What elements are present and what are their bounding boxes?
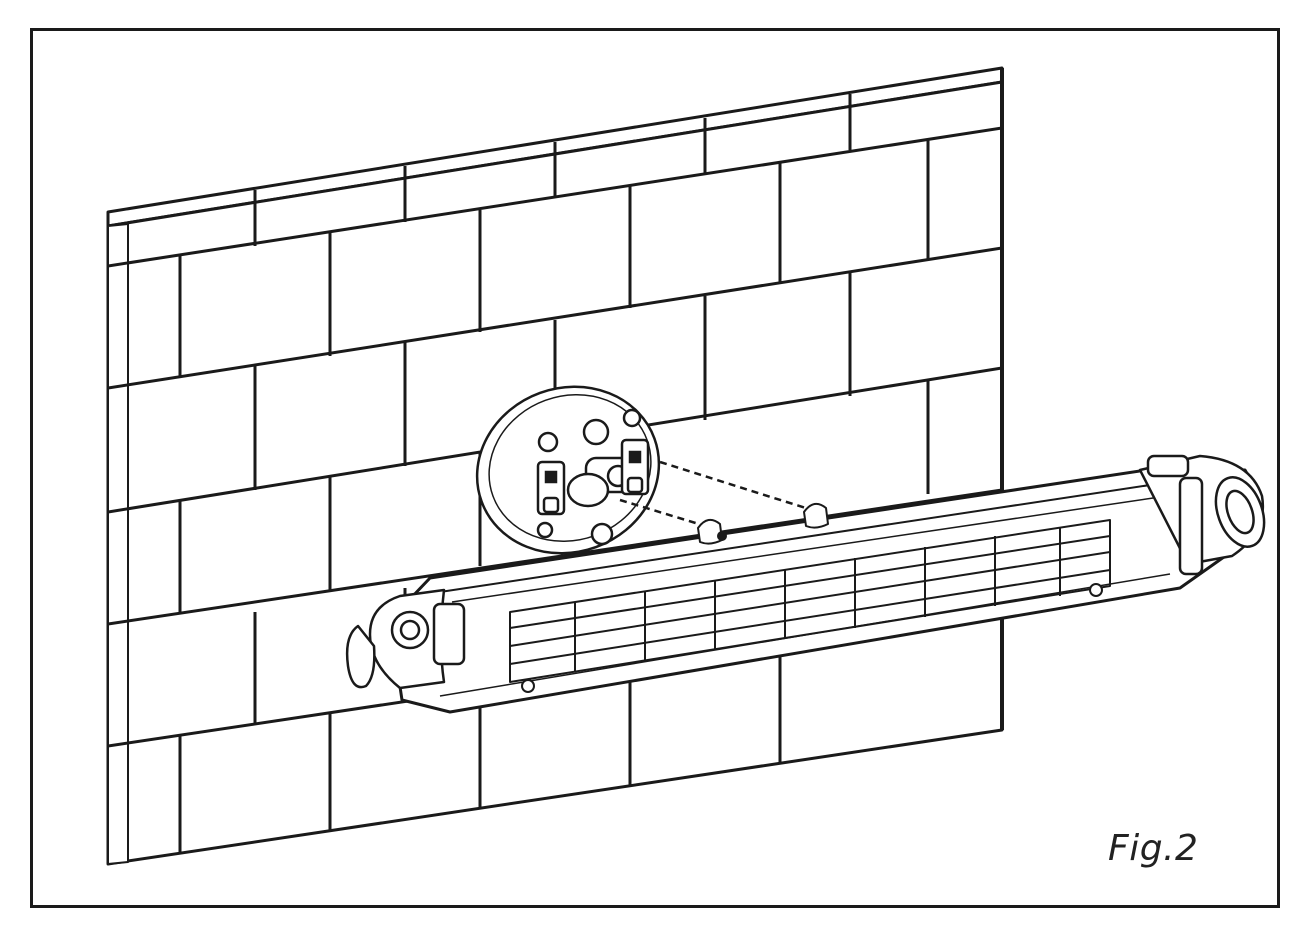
figure-caption: Fig.2 <box>1108 828 1199 869</box>
wall-bracket <box>475 385 661 555</box>
screw-hole <box>536 521 554 539</box>
screw-hole <box>590 522 614 546</box>
heater-end-cap-left <box>345 588 466 690</box>
power-cable-plug <box>345 624 376 689</box>
mounting-clip <box>697 518 727 545</box>
heater-grille <box>509 519 1111 683</box>
screw-hole <box>537 431 559 453</box>
heater-end-cap-right <box>1138 454 1266 576</box>
wall-side-edge <box>107 223 129 865</box>
screw-hole <box>582 418 610 446</box>
mounting-clip <box>803 502 829 529</box>
heater-unit <box>345 454 1266 714</box>
alignment-lines <box>619 460 813 530</box>
screw-hole <box>622 408 642 428</box>
